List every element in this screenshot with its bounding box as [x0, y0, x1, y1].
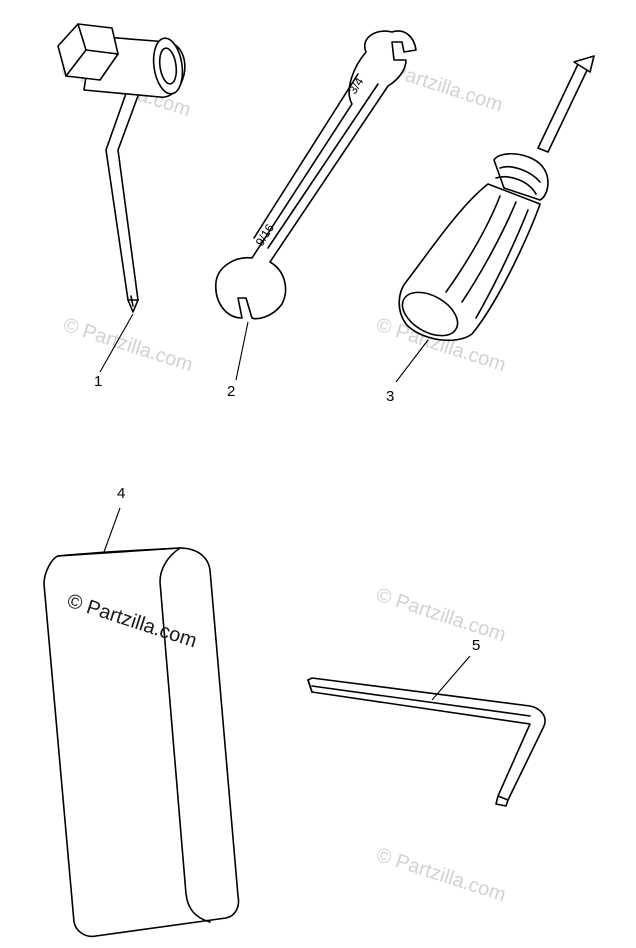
callout-5: 5	[472, 637, 480, 654]
callout-1: 1	[94, 373, 102, 390]
callout-3: 3	[386, 388, 394, 405]
socket-wrench-icon	[57, 23, 186, 313]
screwdriver-icon	[398, 55, 595, 342]
callout-4: 4	[117, 485, 125, 502]
hex-key-icon	[307, 677, 546, 807]
open-end-wrench-icon: 3/4 9/16	[215, 30, 417, 320]
watermark: © Partzilla.com	[373, 844, 508, 907]
tool-pouch-icon	[43, 547, 240, 938]
callout-2: 2	[227, 383, 235, 400]
watermark: © Partzilla.com	[373, 584, 508, 647]
